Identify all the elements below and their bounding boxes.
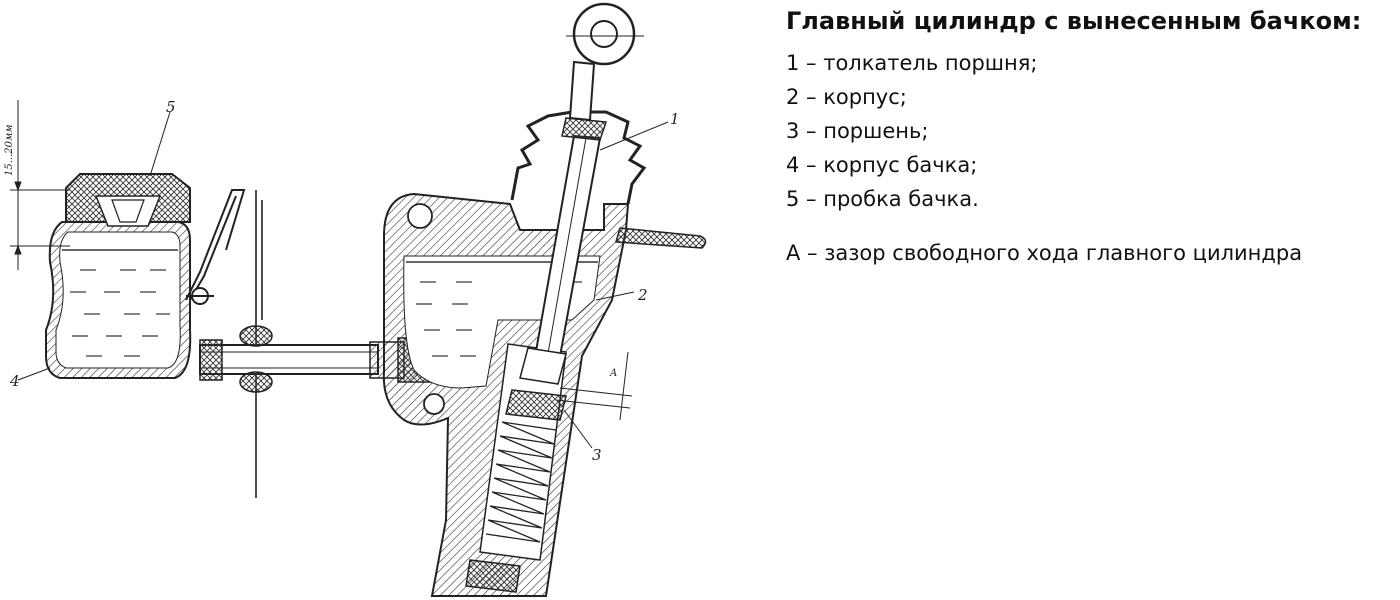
outlet-fitting xyxy=(465,559,521,593)
callout-5: 5 xyxy=(166,98,176,116)
callout-1: 1 xyxy=(670,110,680,128)
piston xyxy=(505,389,567,421)
legend-item-3: 3 – поршень; xyxy=(786,119,929,143)
mounting-hole-lower xyxy=(423,393,445,415)
reservoir-cap xyxy=(65,173,191,227)
caption-title: Главный цилиндр с вынесенным бачком: xyxy=(786,7,1362,35)
parts-legend: 1 – толкатель поршня; 2 – корпус; 3 – по… xyxy=(786,46,1396,216)
legend-item-5: 5 – пробка бачка. xyxy=(786,187,979,211)
fluid-dashes xyxy=(62,249,178,357)
gap-note: А – зазор свободного хода главного цилин… xyxy=(786,241,1303,265)
legend-item-2: 2 – корпус; xyxy=(786,85,907,109)
gap-dimension xyxy=(555,351,633,421)
callout-3: 3 xyxy=(592,446,602,464)
caption-panel: Главный цилиндр с вынесенным бачком: 1 –… xyxy=(786,6,1396,270)
level-dimension xyxy=(10,100,70,270)
mounting-hole-upper xyxy=(407,203,433,229)
legend-item-1: 1 – толкатель поршня; xyxy=(786,51,1038,75)
callout-2: 2 xyxy=(637,286,648,304)
reservoir xyxy=(45,173,192,379)
cylinder-housing xyxy=(382,192,630,597)
leader-lines xyxy=(17,111,669,449)
release-arm xyxy=(615,227,707,249)
callout-4: 4 xyxy=(9,372,20,390)
reservoir-cavity xyxy=(55,231,181,369)
legend-item-4: 4 – корпус бачка; xyxy=(786,153,978,177)
master-cylinder-diagram: 15...20мм xyxy=(4,2,707,597)
gap-label: A xyxy=(609,368,617,379)
mounting-bracket xyxy=(185,189,246,305)
level-dimension-label: 15...20мм xyxy=(4,124,15,176)
push-rod xyxy=(519,2,644,385)
return-spring xyxy=(485,421,557,543)
